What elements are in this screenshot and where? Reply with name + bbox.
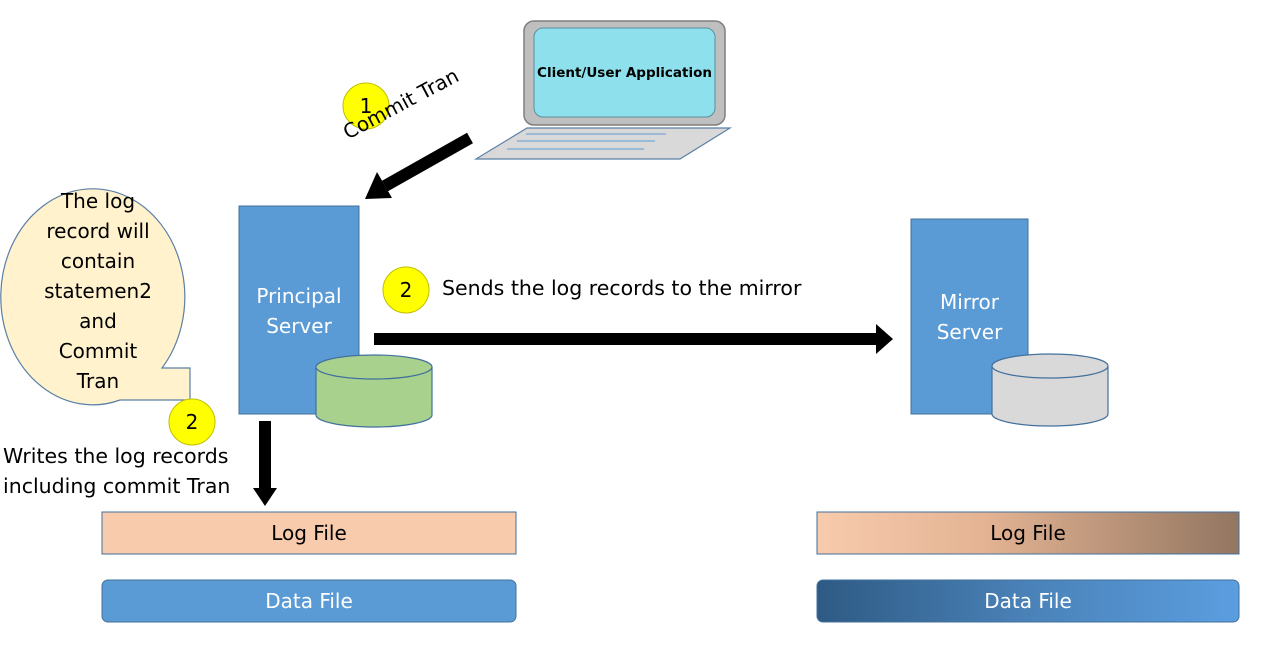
send-arrow <box>374 324 893 354</box>
step2-send-badge-number: 2 <box>399 278 413 302</box>
principal-label-line2: Server <box>266 314 332 338</box>
mirror-database-icon <box>991 353 1109 427</box>
step2-write-badge-circle <box>168 398 216 446</box>
mirror-log-file-bar <box>816 511 1240 555</box>
step1-badge-number: 1 <box>359 94 373 118</box>
principal-data-file-bar <box>101 579 517 623</box>
callout-bubble <box>0 188 191 406</box>
mirror-label-line2: Server <box>936 320 1003 344</box>
write-arrow <box>253 421 277 506</box>
commit-arrow <box>365 132 473 199</box>
callout-text: The log record will contain statemen2 an… <box>20 186 176 396</box>
principal-log-file-bar <box>101 511 517 555</box>
principal-server-label: Principal Server <box>239 281 359 341</box>
mirror-server-label: Mirror Server <box>911 287 1028 347</box>
write-log-records-label: Writes the log records including commit … <box>3 441 230 501</box>
send-log-records-label: Sends the log records to the mirror <box>442 276 802 300</box>
principal-log-file-label: Log File <box>271 521 347 545</box>
callout-line: The log <box>60 189 136 213</box>
callout-line: Commit <box>58 339 138 363</box>
client-app-label: Client/User Application <box>537 64 712 81</box>
callout-line: and <box>79 309 117 333</box>
mirror-log-file-label: Log File <box>990 521 1066 545</box>
mirror-data-file-label: Data File <box>984 589 1072 613</box>
laptop-icon <box>473 20 733 160</box>
callout-line: statemen2 <box>44 279 152 303</box>
principal-label-line1: Principal <box>256 284 342 308</box>
step1-badge-circle <box>342 82 390 130</box>
principal-database-icon <box>315 354 433 428</box>
write-label-line1: Writes the log records <box>3 444 229 468</box>
write-label-line2: including commit Tran <box>3 474 231 498</box>
step2-write-badge-number: 2 <box>185 410 199 434</box>
mirror-label-line1: Mirror <box>940 290 999 314</box>
callout-line: record will <box>46 219 150 243</box>
mirror-data-file-bar <box>816 579 1240 623</box>
callout-line: contain <box>60 249 136 273</box>
principal-data-file-label: Data File <box>265 589 353 613</box>
step2-send-badge-circle <box>382 266 430 314</box>
callout-line: Tran <box>76 369 120 393</box>
